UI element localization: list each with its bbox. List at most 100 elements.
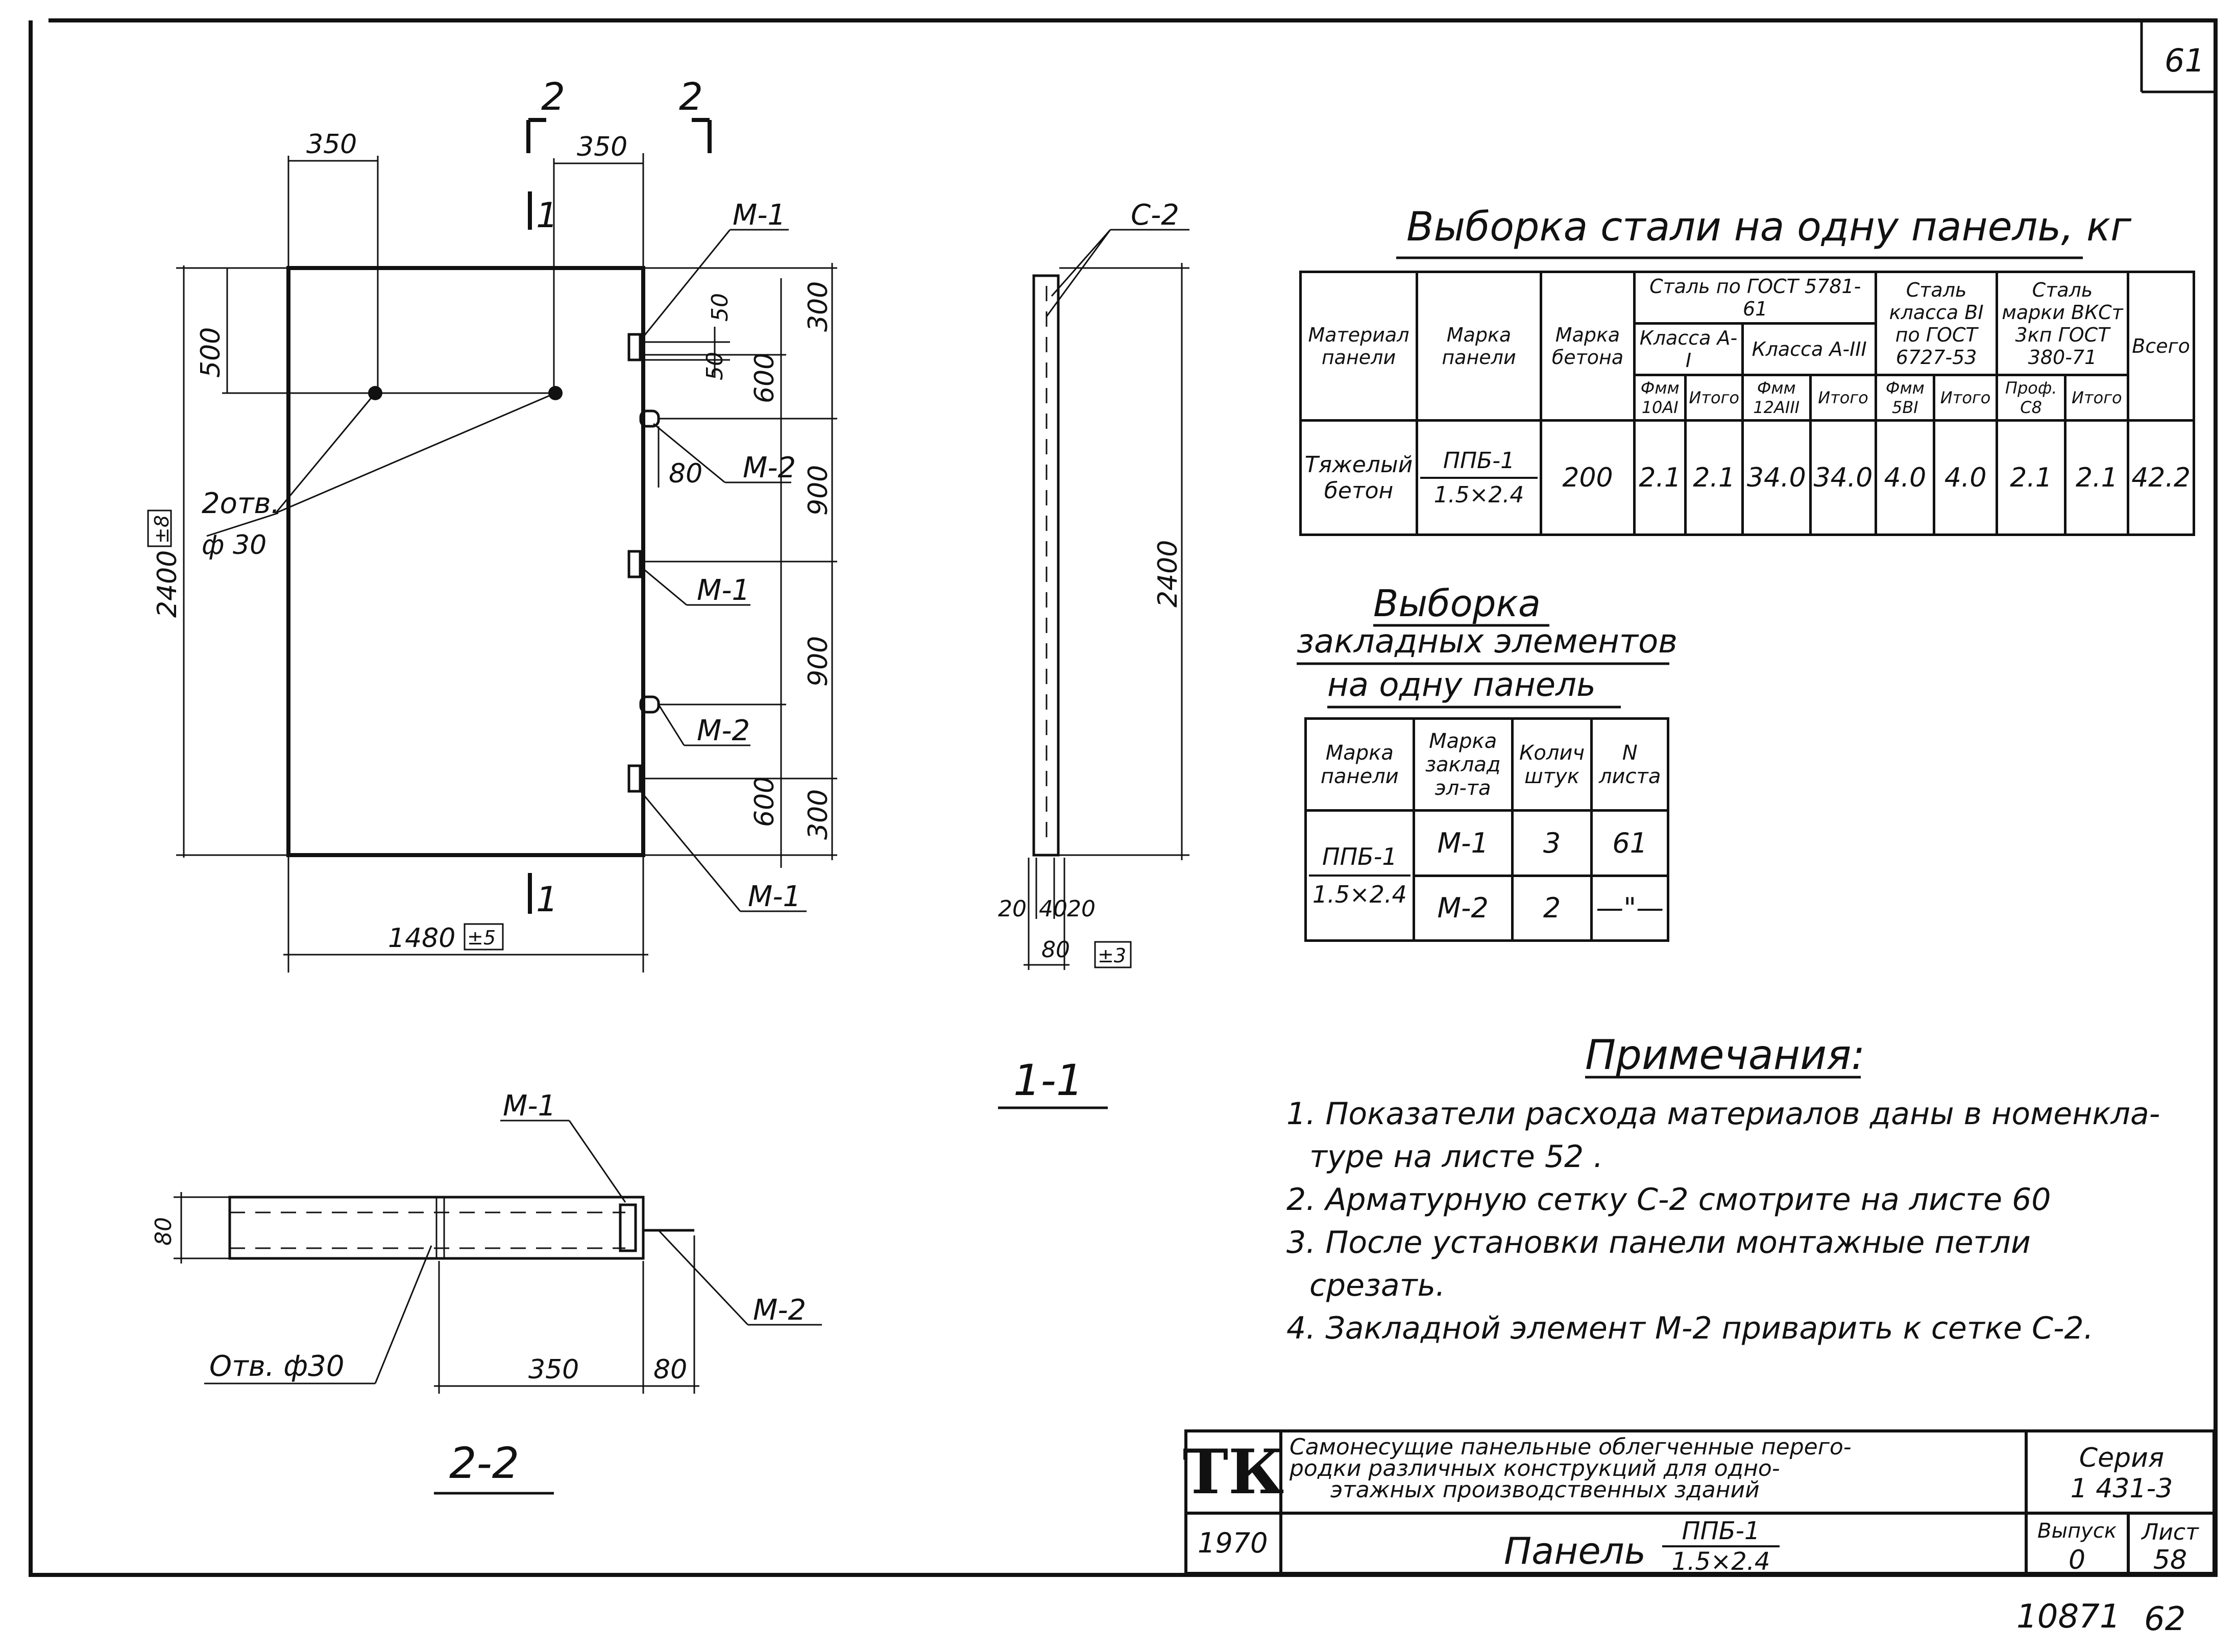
embed-table: Марка панели Марка заклад эл-та Колич шт… [1304,717,1669,942]
dim-20-right: 20 [1067,896,1096,922]
h-itogo-4: Итого [2064,374,2130,422]
label-m1-bottom: М-1 [748,880,801,913]
year: 1970 [1198,1527,1268,1559]
h-prof: Проф. С8 [1995,374,2067,422]
dim-40: 40 [1039,896,1067,922]
row-v2: 2.1 [1684,419,1744,536]
dim-600-top: 600 [749,353,780,403]
h-d10: Фмм 10АІ [1633,374,1687,422]
section-2-2: М-1 М-2 Отв. ф30 80 350 80 2-2 [151,1089,822,1495]
embed-title-3: на одну панель [1327,666,1596,704]
hole-label-section: Отв. ф30 [209,1350,344,1383]
holes-label: 2отв. [202,487,280,520]
dim-20-left: 20 [998,896,1027,922]
label-m2-bottom: М-2 [697,714,750,747]
title-description: Самонесущие панельные облегченные перего… [1290,1434,1974,1503]
dim-900-top: 900 [803,465,834,516]
panel-outline [286,266,645,857]
row-v3: 34.0 [1741,419,1812,536]
dim-900-bottom: 900 [803,636,834,687]
steel-table: Материал панели Марка панели Марка бетон… [1299,271,2195,536]
h-panel: Марка панели [1304,717,1415,812]
description-line-3: этажных производственных зданий [1330,1477,1760,1503]
title-block: ТК Самонесущие панельные облегченные пер… [1183,1429,2216,1576]
dim-350-right: 350 [577,132,627,162]
sheet-frame [29,18,2218,1577]
notes-list: 1. Показатели расхода материалов даны в … [1286,1092,2160,1350]
dim-2400-section: 2400 [1153,540,1183,608]
row-v7: 2.1 [1995,419,2067,536]
dim-350-section: 350 [528,1354,579,1385]
row-mark-bottom: 1.5×2.4 [1433,481,1524,508]
h-d5: Фмм 5ВІ [1875,374,1936,422]
dim-500: 500 [196,327,226,378]
h-itogo-3: Итого [1933,374,1998,422]
h-elem: Марка заклад эл-та [1412,717,1514,812]
issue-label: Выпуск [2037,1519,2117,1543]
h-itogo-2: Итого [1809,374,1878,422]
embed-m1-bottom [627,764,642,793]
notes-title: Примечания: [1585,1031,1865,1079]
row-mark-top: ППБ-1 [1420,448,1538,479]
h-class-a3: Класса А-ІІІ [1741,322,1878,376]
dim-80-section-right: 80 [653,1354,687,1385]
dim-50-bottom: 50 [702,352,728,380]
note-2: 2. Арматурную сетку С-2 смотрите на лист… [1286,1182,2051,1218]
dim-300-bottom: 300 [803,789,834,840]
dim-50-top: 50 [707,293,733,322]
sheet-label: Лист [2142,1519,2199,1545]
description-line-2: родки различных конструкций для одно- [1290,1455,1780,1481]
h-itogo-1: Итого [1684,374,1744,422]
embed-sheet-1: 61 [1590,809,1669,877]
dim-80-left-section: 80 [151,1217,177,1246]
note-1-line-2: туре на листе 52 . [1309,1139,1603,1175]
embed-m1-top [627,333,642,361]
panel-elevation: 2 2 1 1 350 350 2отв. ф 30 500 2400 ±8 [147,75,837,973]
h-mark: Марка панели [1416,271,1542,422]
dim-300-top: 300 [803,281,834,332]
dim-600-bottom: 600 [749,776,780,827]
row-v8: 2.1 [2064,419,2130,536]
row-v6: 4.0 [1933,419,1998,536]
caption-1-1: 1-1 [1013,1055,1083,1105]
embed-elem-1: М-1 [1412,809,1514,877]
h-d12: Фмм 12АІІІ [1741,374,1812,422]
embed-count-1: 3 [1511,809,1593,877]
h-class-a1: Класса А-І [1633,322,1744,376]
section-mark-2-right: 2 [679,75,703,119]
row-material: Тяжелый бетон [1299,419,1418,536]
panel-mark: ППБ-1 1.5×2.4 [1662,1517,1780,1576]
logo-tk: ТК [1183,1432,1284,1515]
section-2-2-embed [619,1203,637,1252]
h-count: Колич штук [1511,717,1593,812]
h-steel-b1: Сталь класса BI по ГОСТ 6727-53 [1875,271,1998,376]
sheet-number-top: 61 [2165,42,2205,79]
row-total: 42.2 [2127,419,2195,536]
note-3-line-2: срезать. [1309,1268,1446,1303]
section-mark-1-bottom: 1 [536,880,558,920]
section-1-1-outline [1032,274,1060,857]
row-v1: 2.1 [1633,419,1687,536]
tol-1480: ±5 [467,927,496,949]
panel-word: Панель [1504,1529,1646,1572]
embed-sheet-2: —"— [1590,874,1669,942]
embed-panel: ППБ-1 1.5×2.4 [1304,809,1415,942]
mesh-label-c2: С-2 [1131,199,1179,232]
note-1-line-1: 1. Показатели расхода материалов даны в … [1286,1096,2160,1132]
tol-3: ±3 [1098,944,1126,967]
panel-mark-top: ППБ-1 [1662,1517,1780,1547]
embed-m1-mid [627,550,642,578]
label-m1-section: М-1 [503,1089,556,1123]
h-material: Материал панели [1299,271,1418,422]
label-m1-mid: М-1 [697,574,750,607]
row-v5: 4.0 [1875,419,1936,536]
embed-panel-top: ППБ-1 [1309,843,1411,877]
description-line-1: Самонесущие панельные облегченные перего… [1290,1434,1852,1460]
embed-elem-2: М-2 [1412,874,1514,942]
holes-diameter: ф 30 [202,530,266,561]
row-mark: ППБ-1 1.5×2.4 [1416,419,1542,536]
issue-value: 0 [2068,1545,2086,1575]
row-concrete: 200 [1540,419,1636,536]
embed-title-1: Выборка [1373,582,1541,625]
